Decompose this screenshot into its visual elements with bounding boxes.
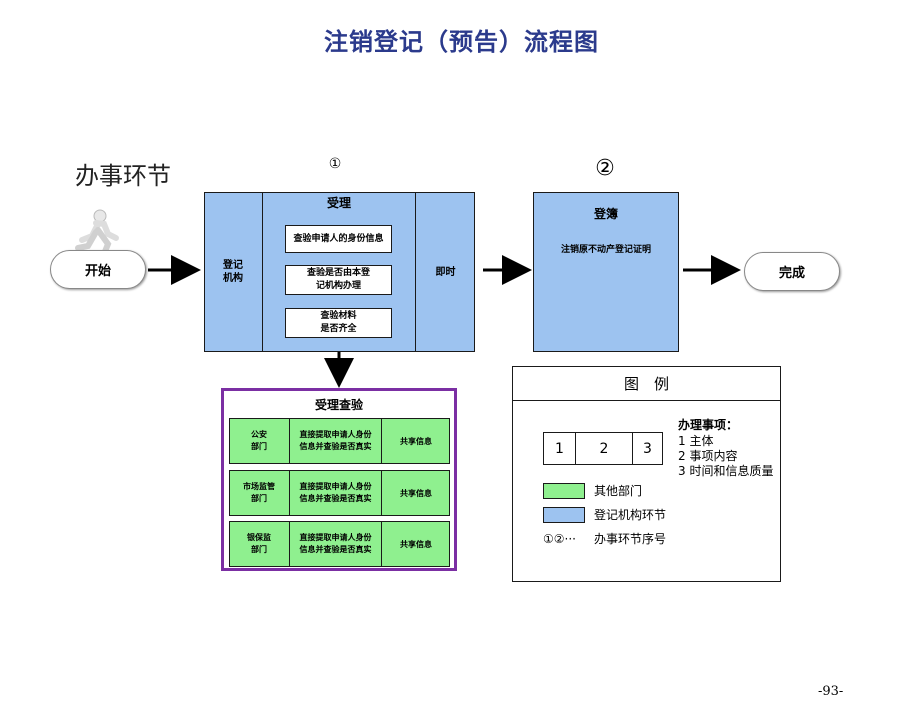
- step-1-registry-label: 登记 机构: [223, 260, 243, 284]
- check-materials-box: 查验材料 是否齐全: [285, 308, 392, 338]
- check-row-method: 共享信息: [400, 436, 432, 446]
- legend-symbols: ①②···: [543, 532, 576, 546]
- check-row-content: 直接提取申请人身份 信息并查验是否真实: [299, 533, 372, 554]
- check-row-dept: 银保监 部门: [247, 533, 271, 554]
- start-node: 开始: [50, 250, 146, 289]
- step-2-number: ②: [595, 156, 615, 181]
- check-row-content: 直接提取申请人身份 信息并查验是否真实: [299, 430, 372, 451]
- row-divider: [381, 470, 382, 516]
- legend-cell-2: 2: [576, 433, 633, 464]
- step-1-timing-label: 即时: [435, 266, 456, 278]
- check-row-banking: [229, 521, 450, 567]
- step-2-content: 注销原不动产登记证明: [560, 244, 651, 255]
- legend-cell-1: 1: [544, 433, 576, 464]
- row-divider: [381, 521, 382, 567]
- legend-blue-swatch: [543, 507, 585, 523]
- legend-green-swatch: [543, 483, 585, 499]
- check-section-title: 受理查验: [314, 397, 363, 412]
- step-2-box: [533, 192, 679, 352]
- legend-symbols-label: 办事环节序号: [594, 532, 667, 546]
- row-divider: [289, 521, 290, 567]
- legend-matter-item-3: 3 时间和信息质量: [678, 464, 774, 478]
- row-divider: [289, 418, 290, 464]
- check-row-police: [229, 418, 450, 464]
- check-row-method: 共享信息: [400, 488, 432, 498]
- check-jurisdiction-box: 查验是否由本登 记机构办理: [285, 265, 392, 295]
- legend-matter-title: 办理事项：: [678, 418, 739, 432]
- legend-matter-item-1: 1 主体: [678, 434, 714, 448]
- row-divider: [289, 470, 290, 516]
- legend-box: [512, 366, 781, 582]
- check-identity-box: 查验申请人的身份信息: [285, 225, 392, 253]
- legend-header-divider: [512, 400, 781, 401]
- step-1-divider-left: [262, 192, 263, 352]
- step-2-header: 登簿: [593, 206, 618, 221]
- page-number: -93-: [818, 684, 844, 699]
- legend-green-label: 其他部门: [594, 484, 643, 498]
- step-1-header: 受理: [326, 195, 351, 210]
- legend-matter-item-2: 2 事项内容: [678, 449, 738, 463]
- section-label: 办事环节: [75, 162, 171, 190]
- check-row-dept: 公安 部门: [251, 430, 267, 451]
- check-row-dept: 市场监管 部门: [243, 482, 275, 503]
- end-node: 完成: [744, 252, 840, 291]
- check-row-market: [229, 470, 450, 516]
- legend-blue-label: 登记机构环节: [594, 508, 667, 522]
- legend-cell-3: 3: [643, 440, 652, 457]
- check-row-method: 共享信息: [400, 539, 432, 549]
- check-row-content: 直接提取申请人身份 信息并查验是否真实: [299, 482, 372, 503]
- runner-icon: [75, 209, 119, 256]
- step-1-number: ①: [328, 156, 342, 172]
- row-divider: [381, 418, 382, 464]
- page-title: 注销登记（预告）流程图: [324, 27, 599, 56]
- legend-sample-cells: 1 2 3: [543, 432, 663, 465]
- legend-title: 图 例: [623, 374, 669, 393]
- step-1-divider-right: [415, 192, 416, 352]
